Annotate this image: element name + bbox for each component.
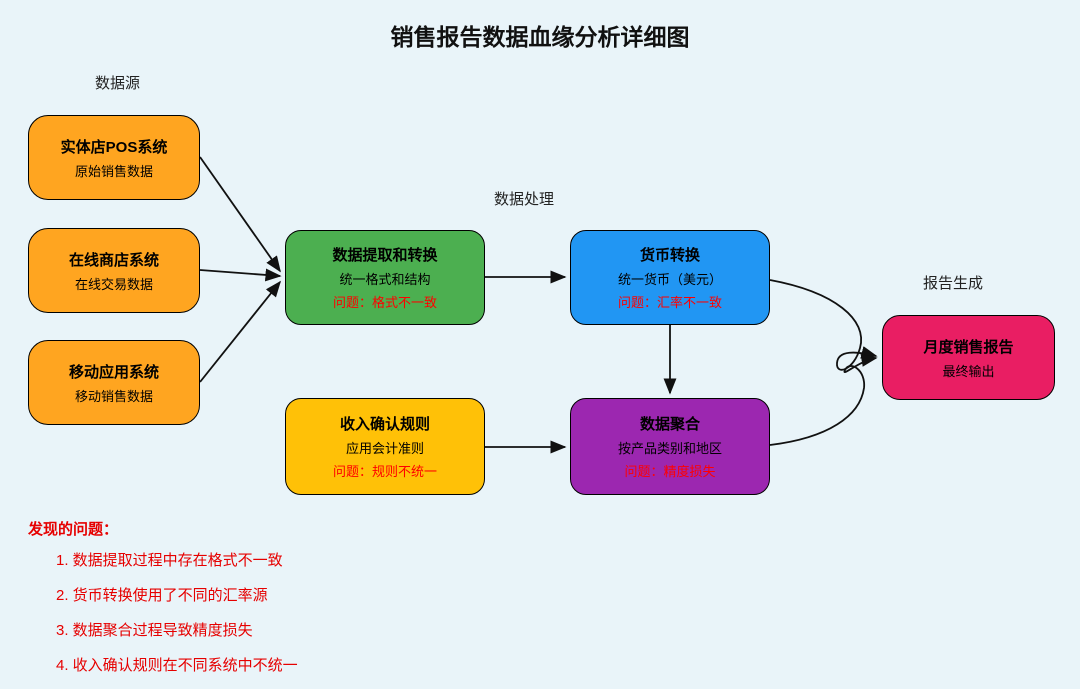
issues-heading: 发现的问题： (28, 521, 119, 538)
node-data-aggregate-subtitle: 按产品类别和地区 (617, 441, 722, 456)
node-revenue-rules-subtitle: 应用会计准则 (345, 441, 424, 456)
issues-section: 发现的问题： 1. 数据提取过程中存在格式不一致 2. 货币转换使用了不同的汇率… (28, 518, 298, 689)
issue-item-1: 1. 数据提取过程中存在格式不一致 (56, 552, 283, 569)
node-extract-transform-title: 数据提取和转换 (332, 247, 438, 264)
node-currency-convert-subtitle: 统一货币（美元） (617, 272, 722, 287)
node-revenue-rules: 收入确认规则 应用会计准则 问题：规则不统一 (285, 398, 485, 495)
section-label-processing: 数据处理 (494, 191, 555, 208)
node-extract-transform: 数据提取和转换 统一格式和结构 问题：格式不一致 (285, 230, 485, 325)
issue-item-4: 4. 收入确认规则在不同系统中不统一 (56, 657, 298, 674)
node-currency-convert-title: 货币转换 (639, 247, 700, 264)
node-mobile-app-title: 移动应用系统 (68, 363, 159, 381)
node-currency-convert-issue: 问题：汇率不一致 (617, 295, 722, 310)
node-monthly-report: 月度销售报告 最终输出 (882, 315, 1055, 400)
issues-list: 1. 数据提取过程中存在格式不一致 2. 货币转换使用了不同的汇率源 3. 数据… (56, 549, 298, 675)
node-online-store-title: 在线商店系统 (68, 251, 159, 269)
arrow-aggregate-to-report (769, 354, 878, 446)
node-monthly-report-subtitle: 最终输出 (942, 363, 995, 379)
section-label-sources: 数据源 (95, 75, 141, 92)
node-revenue-rules-title: 收入确认规则 (339, 416, 430, 433)
arrow-online-to-transform (199, 268, 282, 282)
node-data-aggregate: 数据聚合 按产品类别和地区 问题：精度损失 (570, 398, 770, 495)
issue-item-2: 2. 货币转换使用了不同的汇率源 (56, 587, 268, 604)
node-pos-system-subtitle: 原始销售数据 (74, 163, 153, 179)
node-pos-system: 实体店POS系统 原始销售数据 (28, 115, 200, 200)
node-pos-system-title: 实体店POS系统 (60, 138, 168, 156)
node-revenue-rules-issue: 问题：规则不统一 (332, 464, 437, 479)
node-extract-transform-issue: 问题：格式不一致 (332, 295, 437, 310)
node-monthly-report-title: 月度销售报告 (923, 338, 1014, 356)
arrow-pos-to-transform (199, 156, 281, 273)
issue-item-3: 3. 数据聚合过程导致精度损失 (56, 622, 253, 639)
node-online-store: 在线商店系统 在线交易数据 (28, 228, 200, 313)
node-data-aggregate-title: 数据聚合 (639, 416, 700, 433)
arrow-mobile-to-transform (199, 280, 282, 383)
node-currency-convert: 货币转换 统一货币（美元） 问题：汇率不一致 (570, 230, 770, 325)
node-data-aggregate-issue: 问题：精度损失 (624, 464, 716, 479)
node-mobile-app: 移动应用系统 移动销售数据 (28, 340, 200, 425)
node-mobile-app-subtitle: 移动销售数据 (74, 388, 153, 404)
section-label-report: 报告生成 (923, 275, 984, 292)
page-title: 销售报告数据血缘分析详细图 (390, 24, 690, 50)
node-extract-transform-subtitle: 统一格式和结构 (339, 272, 431, 287)
arrow-currency-to-report (769, 279, 878, 371)
node-online-store-subtitle: 在线交易数据 (74, 276, 153, 292)
